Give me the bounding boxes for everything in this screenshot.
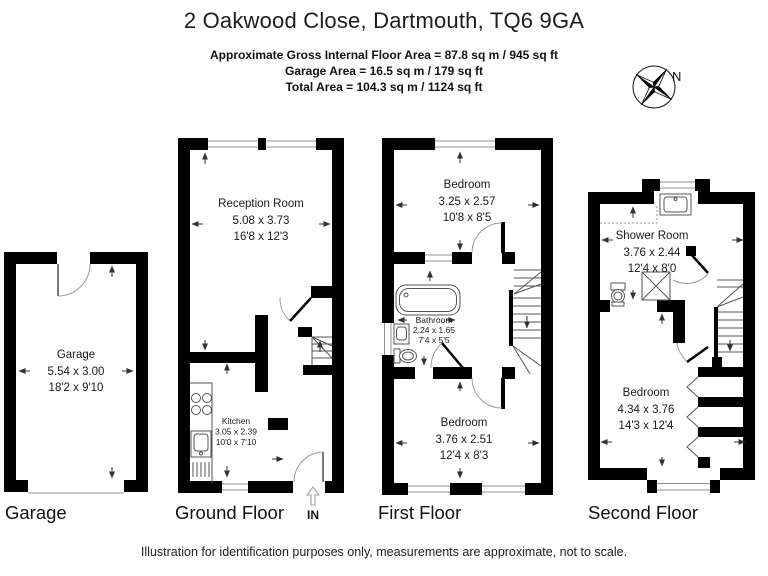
garage-floorplan: Garage 5.54 x 3.00 18'2 x 9'10 Garage [4,252,148,523]
kitchen-counter [190,382,213,483]
second-bedroom-metric: 4.34 x 3.76 [618,404,675,416]
door-swing [57,263,91,297]
entrance-door-swing [293,451,324,483]
bathroom-door-swing [430,342,464,369]
page-title: 2 Oakwood Close, Dartmouth, TQ6 9GA [183,8,585,33]
reception-room-name: Reception Room [218,198,304,210]
garage-area: Garage Area = 16.5 sq m / 179 sq ft [285,64,483,78]
north-label: N [672,69,681,84]
ground-floorplan: Reception Room 5.08 x 3.73 16'8 x 12'3 K… [175,138,344,523]
area-summary: Approximate Gross Internal Floor Area = … [0,47,768,95]
dish-rack-icon [192,462,210,477]
bedroom2-door-swing [471,377,503,409]
bedroom1-door-swing [471,222,503,254]
second-walls [588,179,755,493]
bedroom1-name: Bedroom [444,179,491,191]
bedroom1-imperial: 10'8 x 8'5 [443,212,492,224]
in-arrow-icon [306,486,320,506]
bathroom-metric: 2.24 x 1.65 [413,325,455,335]
disclaimer-text: Illustration for identification purposes… [140,545,628,559]
windows [208,140,316,491]
entrance-in-label: IN [307,508,319,522]
staircase [716,279,744,353]
garage-room-imperial: 18'2 x 9'10 [49,382,104,394]
second-bedroom-imperial: 14'3 x 12'4 [619,420,675,432]
garage-walls [4,252,148,492]
staircase [311,336,333,365]
bedroom-door-swing [676,342,709,364]
windows [384,140,525,493]
shower-icon [641,271,671,301]
hob-icon [191,393,212,415]
sink-icon [659,193,692,216]
dimension-arrows [191,152,331,478]
second-bedroom-name: Bedroom [623,387,670,399]
bedroom2-imperial: 12'4 x 8'3 [440,450,489,462]
first-walls [382,138,553,495]
bedroom2-metric: 3.76 x 2.51 [436,434,493,446]
shower-room-name: Shower Room [616,230,689,242]
landing-door-swing [672,252,709,284]
bathroom-imperial: 7'4 x 5'5 [418,335,449,345]
staircase [512,269,542,375]
shower-room-metric: 3.76 x 2.44 [624,247,682,259]
compass-icon: N [632,65,681,109]
door-swing [279,297,312,322]
toilet-icon [393,348,417,364]
gross-internal-area: Approximate Gross Internal Floor Area = … [210,48,558,62]
bedroom2-name: Bedroom [441,417,488,429]
sink-icon [190,430,212,458]
bedroom1-metric: 3.25 x 2.57 [439,196,496,208]
sink-icon [393,323,410,345]
reception-room-metric: 5.08 x 3.73 [233,215,290,227]
total-area: Total Area = 104.3 sq m / 1124 sq ft [285,80,483,94]
cupboard-doors [686,376,699,458]
ground-floor-label: Ground Floor [175,502,284,523]
first-floor-label: First Floor [378,502,461,523]
second-floorplan: Shower Room 3.76 x 2.44 12'4 x 8'0 Bedro… [588,179,755,523]
toilet-icon [610,282,626,307]
reception-room-imperial: 16'8 x 12'3 [234,231,289,243]
windows [657,181,710,491]
dimension-arrows [600,206,746,467]
garage-floor-label: Garage [5,502,67,523]
dimension-arrows [395,151,540,479]
bathtub-icon [395,284,461,316]
kitchen-imperial: 10'0 x 7'10 [216,437,257,447]
first-floorplan: Bedroom 3.25 x 2.57 10'8 x 8'5 Bathroom … [378,138,553,523]
kitchen-metric: 3.05 x 2.39 [215,427,257,437]
second-floor-label: Second Floor [588,502,698,523]
bathroom-name: Bathroom [416,315,453,325]
kitchen-fixtures [190,382,213,483]
garage-room-metric: 5.54 x 3.00 [48,366,105,378]
ground-walls [178,138,344,493]
reduced-headroom-line [600,204,658,224]
garage-room-name: Garage [57,349,95,361]
kitchen-name: Kitchen [222,416,251,426]
dimension-arrows [18,265,134,479]
shower-room-imperial: 12'4 x 8'0 [628,263,677,275]
